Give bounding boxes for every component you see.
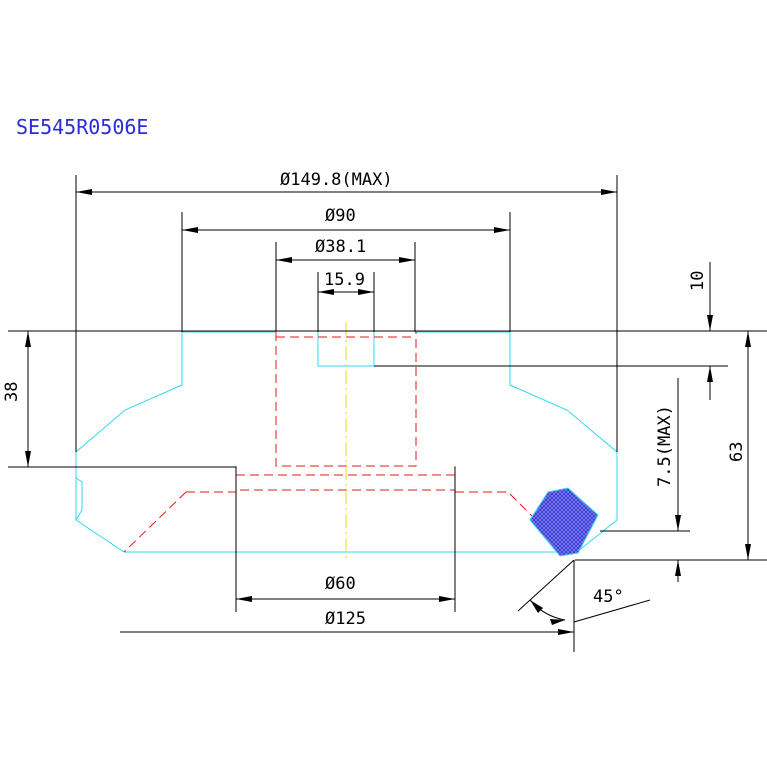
dim-base-60: Ø60 <box>325 574 356 594</box>
left-body-outline <box>75 332 183 553</box>
dimension-lines <box>8 175 767 652</box>
hidden-inner-chamfer <box>186 491 533 517</box>
arrowheads <box>25 189 751 635</box>
dim-keyway: 15.9 <box>324 270 365 290</box>
dim-overall-height: 63 <box>727 442 747 462</box>
dim-bore-90: Ø90 <box>325 206 356 226</box>
hidden-left-chamfer <box>123 491 187 553</box>
dim-height-left: 38 <box>2 382 22 402</box>
cutting-insert-icon <box>529 487 599 557</box>
hidden-lines <box>123 332 533 553</box>
right-body-outline <box>509 332 618 553</box>
dim-overall-diameter: Ø149.8(MAX) <box>280 170 393 190</box>
dim-base-125: Ø125 <box>325 609 366 629</box>
dim-bore-38: Ø38.1 <box>315 237 366 257</box>
dim-top-step: 10 <box>688 271 708 291</box>
dim-angle: 45° <box>593 587 624 607</box>
dim-max-depth: 7.5(MAX) <box>655 405 675 487</box>
part-outline <box>75 331 618 553</box>
part-number-title: SE545R0506E <box>16 115 148 139</box>
left-rim-outline <box>75 477 83 521</box>
